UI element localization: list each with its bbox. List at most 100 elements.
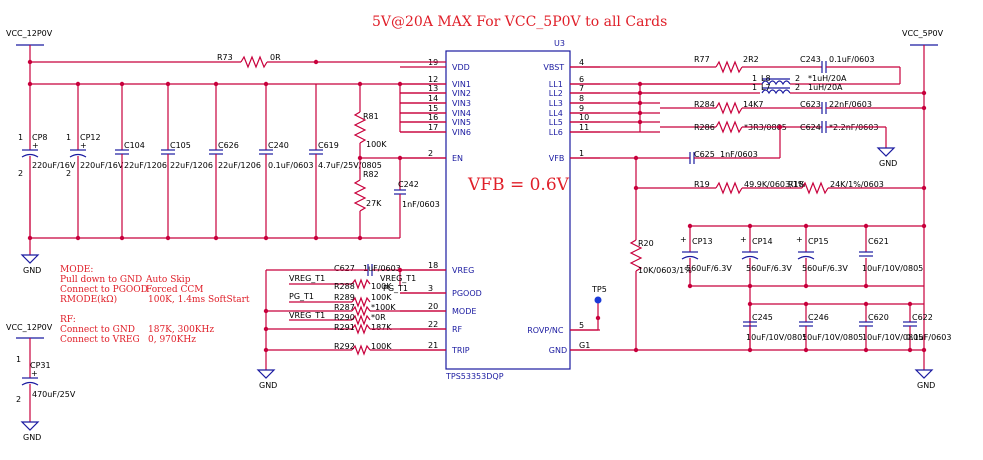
cap-ref: C626 xyxy=(218,141,239,150)
inductor-l7 xyxy=(761,89,791,95)
ic-pin-number: 14 xyxy=(428,94,438,103)
cap-value: 0.1uF/0603 xyxy=(268,161,313,170)
mode-line-1a: Pull down to GND xyxy=(60,275,142,285)
cp31-ref: CP31 xyxy=(30,361,51,370)
junction xyxy=(921,105,927,111)
resistor-r292 xyxy=(351,344,371,356)
junction xyxy=(637,119,643,125)
r291-value: 187K xyxy=(371,323,392,332)
cap-value: 10uF/10V/0805 xyxy=(862,333,923,342)
cp31-plus: + xyxy=(31,369,38,378)
cap-plate-curved xyxy=(21,381,39,386)
cap-ref: C621 xyxy=(868,237,889,246)
l7-pin2: 2 xyxy=(795,83,800,92)
net-pg-t1-b: PG_T1 xyxy=(383,284,408,293)
cap-value: 22uF/1206 xyxy=(170,161,213,170)
ic-pin-name: VBST xyxy=(543,63,564,72)
junction xyxy=(747,223,753,229)
net-pg-t1: PG_T1 xyxy=(289,292,314,301)
resistor-r77 xyxy=(715,60,743,74)
r286-ref: R286 xyxy=(694,123,715,132)
mode-title: MODE: xyxy=(60,265,93,275)
c625-value: 1nF/0603 xyxy=(720,150,758,159)
cp31-pin2: 2 xyxy=(16,395,21,404)
r289-value: 100K xyxy=(371,293,392,302)
junction xyxy=(75,235,81,241)
cap-value: 22uF/1206 xyxy=(124,161,167,170)
c623-value: 22nF/0603 xyxy=(829,100,872,109)
r287-value: *100K xyxy=(371,303,396,312)
cap-value: 22uF/1206 xyxy=(218,161,261,170)
r288-value: 100K xyxy=(371,282,392,291)
cp31-value: 470uF/25V xyxy=(32,390,76,399)
vcc-5p0v-output: VCC_5P0V GND xyxy=(902,29,944,390)
junction xyxy=(687,223,693,229)
mode-notes: MODE: Pull down to GND Auto Skip Connect… xyxy=(60,265,250,345)
r77-ref: R77 xyxy=(694,55,710,64)
ic-pin-name: LL6 xyxy=(549,128,563,137)
l7-ref: L7 xyxy=(761,83,771,92)
cap-value: 220uF/16V xyxy=(80,161,124,170)
cap-pin1: 1 xyxy=(18,133,23,142)
r82-value: 27K xyxy=(366,199,382,208)
junction xyxy=(633,347,639,353)
r82-ref: R82 xyxy=(363,170,379,179)
junction xyxy=(213,81,219,87)
r284-ref: R284 xyxy=(694,100,715,109)
ic-pin-name: PGOOD xyxy=(452,289,482,298)
l8-pin1: 1 xyxy=(752,74,757,83)
output-capacitors: +CP13560uF/6.3V+CP14560uF/6.3V+CP15560uF… xyxy=(680,223,951,353)
r292-value: 100K xyxy=(371,342,392,351)
c243-ref: C243 xyxy=(800,55,821,64)
junction xyxy=(27,81,33,87)
ic-pin-name: VIN1 xyxy=(452,80,471,89)
net-vcc-12p0v-2: VCC_12P0V xyxy=(6,323,53,332)
l8-value: *1uH/20A xyxy=(808,74,847,83)
ic-pin-number: 3 xyxy=(428,284,433,293)
c242-ref: C242 xyxy=(398,180,419,189)
vbst-network: R77 2R2 C243 0.1uF/0603 xyxy=(570,55,901,84)
ic-pin-name: VIN5 xyxy=(452,118,471,127)
cap-plus: + xyxy=(80,141,87,150)
ic-pin-number: 11 xyxy=(579,123,589,132)
junction xyxy=(803,223,809,229)
ic-pin-number: 5 xyxy=(579,321,584,330)
junction xyxy=(863,223,869,229)
cap-value: 560uF/6.3V xyxy=(802,264,848,273)
cap-pin1: 1 xyxy=(66,133,71,142)
resistor-r288 xyxy=(351,278,371,290)
net-vcc-5p0v: VCC_5P0V xyxy=(902,29,944,38)
resistor-r286 xyxy=(715,120,743,134)
cap-value: 4.7uF/25V/0805 xyxy=(318,161,382,170)
junction xyxy=(165,81,171,87)
ic-u3: U3 TPS53353DQP xyxy=(445,39,571,381)
resistor-r18 xyxy=(801,181,829,195)
mode-line-2a: Connect to PGOOD xyxy=(60,285,148,295)
ic-pin-name: EN xyxy=(452,154,463,163)
junction xyxy=(637,110,643,116)
cap-value: 10uF/10V/0805 xyxy=(862,264,923,273)
ic-pin-number: 21 xyxy=(428,341,438,350)
ic-pin-name: ROVP/NC xyxy=(527,326,564,335)
cap-ref: C104 xyxy=(124,141,145,150)
junction xyxy=(803,283,809,289)
ic-pin-name: MODE xyxy=(452,307,476,316)
gnd-label-vreg: GND xyxy=(259,381,277,390)
cap-ref: CP8 xyxy=(32,133,48,142)
junction xyxy=(921,185,927,191)
ic-pin-name: LL5 xyxy=(549,118,563,127)
ic-pin-name: VIN3 xyxy=(452,99,471,108)
junction xyxy=(213,235,219,241)
r287-ref: R287 xyxy=(334,303,355,312)
r20-ref: R20 xyxy=(638,239,654,248)
junction xyxy=(921,223,927,229)
cap-pin2: 2 xyxy=(66,169,71,178)
mode-line-2b: Forced CCM xyxy=(146,285,203,295)
resistor-r73 xyxy=(240,55,268,69)
ic-pin-number: 7 xyxy=(579,84,584,93)
testpoint-tp5[interactable] xyxy=(594,296,602,304)
cap-ref: C105 xyxy=(170,141,191,150)
cap-plate-curved xyxy=(21,153,39,158)
cap-value: 10uF/10V/0805 xyxy=(802,333,863,342)
